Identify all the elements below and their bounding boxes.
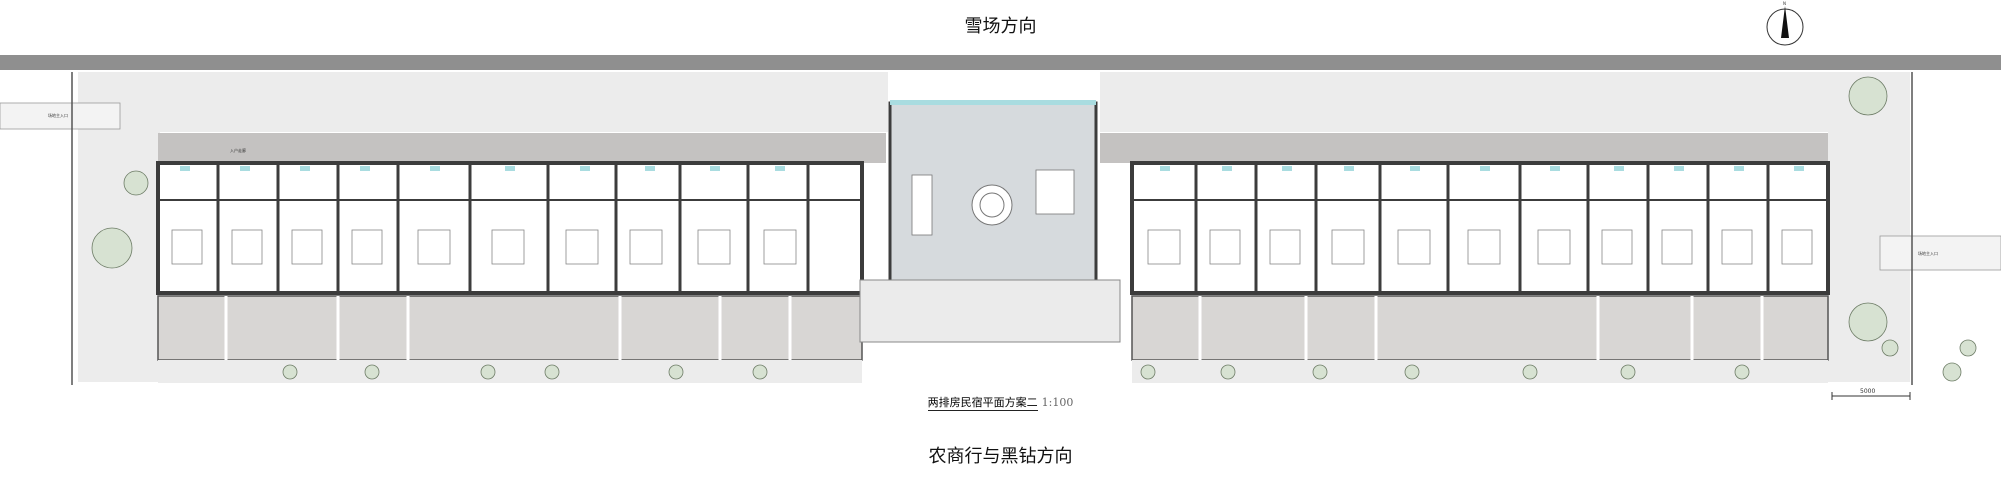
entry-path-left	[0, 102, 121, 130]
top-direction-label: 雪场方向	[964, 16, 1037, 37]
room-wing-left	[156, 161, 864, 295]
gravel-area-left	[78, 72, 888, 132]
entry-path-right	[1879, 235, 2001, 271]
svg-text:场地主入口: 场地主入口	[48, 112, 68, 118]
garden-strip-right	[1131, 295, 1829, 361]
room-wing-right	[1130, 161, 1830, 295]
garden-strip-left	[157, 295, 863, 361]
svg-text:入户走廊: 入户走廊	[230, 147, 246, 153]
scale-bar: 5000	[1831, 388, 1911, 400]
central-lobby	[859, 100, 1121, 343]
gravel-area-right	[1100, 72, 1910, 132]
trees	[91, 76, 1977, 382]
plan-scale-text: 1:100	[1041, 396, 1074, 409]
plan-title-text: 两排房民宿平面方案二	[927, 396, 1038, 411]
corridor-left	[158, 133, 886, 163]
corridor-right	[1100, 133, 1828, 163]
svg-text:场地主入口: 场地主入口	[1918, 250, 1938, 256]
bottom-direction-label: 农商行与黑钻方向	[928, 446, 1073, 467]
svg-text:N: N	[1783, 1, 1786, 6]
north-arrow-icon: N	[1766, 1, 1804, 46]
svg-text:5000: 5000	[1860, 388, 1875, 395]
road-band	[0, 55, 2001, 70]
